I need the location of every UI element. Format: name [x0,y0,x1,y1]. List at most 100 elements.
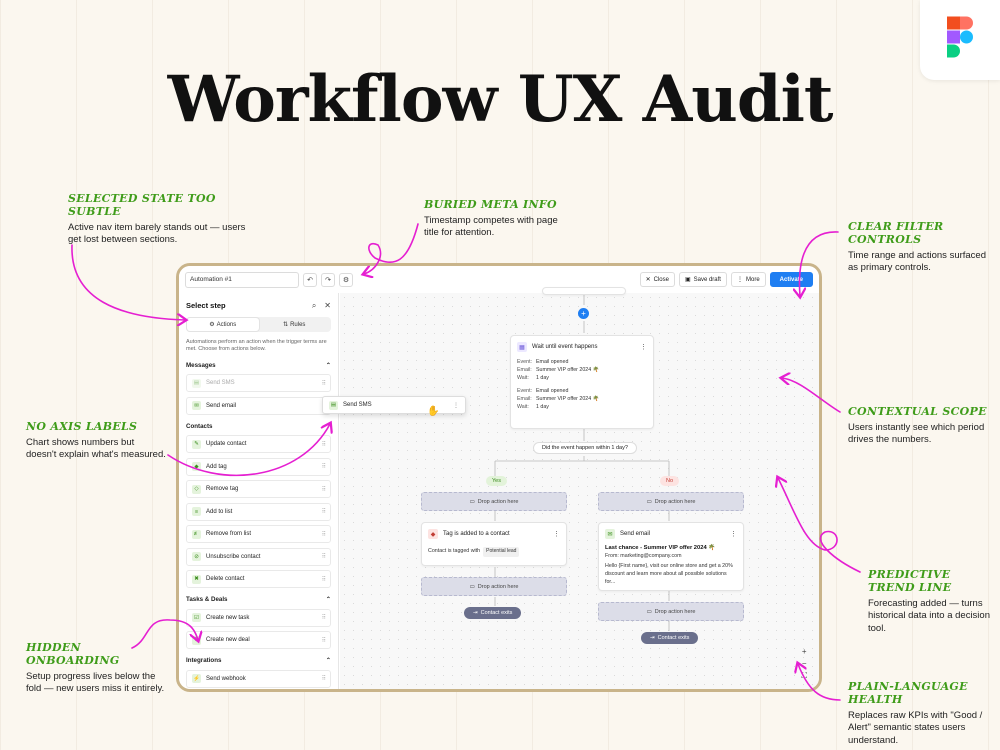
tag-badge: Potential lead [483,547,520,557]
drag-handle-icon[interactable]: ⠿ [321,676,327,683]
annotation-title: Selected state too subtle [68,192,216,218]
close-button[interactable]: ✕Close [639,272,675,287]
list-item[interactable]: $Create new deal⠿ [186,631,331,650]
list-item[interactable]: ✖Delete contact⠿ [186,570,331,589]
chevron-up-icon: ⌃ [325,361,331,369]
annotation-plain-language: Plain-language health Replaces raw KPIs … [848,680,988,747]
email-node[interactable]: ✉ Send email ⋮ Last chance - Summer VIP … [598,522,744,591]
kebab-icon[interactable]: ⋮ [730,531,737,538]
kv-value: 1 day [536,375,549,382]
annotation-title: Clear filter controls [848,220,944,246]
tab-rules[interactable]: ⇅Rules [259,318,331,331]
drag-handle-icon[interactable]: ⠿ [321,380,327,387]
add-step-button[interactable]: + [578,308,589,319]
kv-key: Email: [517,367,532,374]
list-item[interactable]: ✉Send email⠿ [186,396,331,415]
section-label: Integrations [186,657,222,665]
list-item[interactable]: ≡Add to list⠿ [186,502,331,521]
drop-zone[interactable]: ▭Drop action here [598,602,744,621]
dragging-item[interactable]: ▤ Send SMS ⋮ [322,396,466,414]
kv-key: Email: [517,395,532,402]
tag-node[interactable]: ◆ Tag is added to a contact ⋮ Contact is… [421,522,567,566]
save-draft-button[interactable]: ▣Save draft [678,272,727,287]
drop-zone[interactable]: ▭Drop action here [421,577,567,596]
drop-zone[interactable]: ▭Drop action here [598,492,744,511]
sms-icon: ▤ [329,400,338,410]
settings-button[interactable]: ⚙ [339,272,353,287]
exit-label: Contact exits [657,635,690,641]
wait-node[interactable]: ▦ Wait until event happens ⋮ Event:Email… [510,335,654,429]
more-button[interactable]: ⋮More [730,272,766,287]
drag-handle-icon[interactable]: ⠿ [321,554,327,561]
section-tasks[interactable]: Tasks & Deals ⌃ [186,595,331,604]
list-item-label: Remove tag [206,486,239,493]
chevron-up-icon: ⌃ [325,422,331,430]
list-item[interactable]: ☑ Create new task ⠿ [186,608,331,627]
task-icon: ☑ [192,613,201,623]
rules-icon: ⇅ [283,322,289,328]
redo-button[interactable]: ↷ [321,272,335,287]
undo-button[interactable]: ↶ [303,272,317,287]
actions-icon: ⚙ [209,322,215,328]
exit-icon: ⇥ [650,635,655,641]
kebab-icon: ⋮ [453,402,459,409]
drop-zone[interactable]: ▭Drop action here [421,492,567,511]
email-icon: ✉ [605,529,615,539]
search-icon[interactable]: ⌕ [311,300,317,310]
workflow-canvas[interactable]: + ▦ Wait until event happens ⋮ Event:Ema… [340,287,819,689]
kebab-icon[interactable]: ⋮ [640,344,647,351]
list-add-icon: ≡ [192,507,201,517]
automation-name-input[interactable] [185,271,299,288]
exit-icon: ⇥ [473,610,478,616]
list-item[interactable]: ◆Add tag⠿ [186,457,331,476]
list-item-label: Send webhook [206,675,246,682]
kv-value: 1 day [536,404,549,411]
list-item[interactable]: ✎Update contact⠿ [186,435,331,454]
kebab-icon[interactable]: ⋮ [553,531,560,538]
drag-handle-icon[interactable]: ⠿ [321,486,327,493]
annotation-title: Buried meta info [424,198,557,211]
arrow-selected-state [71,244,185,320]
node-title: Wait until event happens [532,344,598,350]
section-integrations[interactable]: Integrations ⌃ [186,656,331,665]
close-icon[interactable]: ✕ [324,300,331,310]
tab-actions-label: Actions [216,321,237,328]
drag-handle-icon[interactable]: ⠿ [321,531,327,538]
drag-handle-icon[interactable]: ⠿ [321,576,327,583]
section-label: Tasks & Deals [186,596,228,604]
kv-value: Email opened [536,359,569,365]
drag-handle-icon[interactable]: ⠿ [321,615,327,622]
zoom-out-icon[interactable]: − [801,659,807,668]
drag-handle-icon[interactable]: ⠿ [321,637,327,644]
drag-handle-icon[interactable]: ⠿ [321,509,327,516]
zoom-controls: + − ⛶ [801,647,807,681]
tab-actions[interactable]: ⚙Actions [187,318,259,331]
email-from: From: marketing@company.com [605,553,682,559]
trigger-node-partial[interactable] [542,287,626,295]
exit-node[interactable]: ⇥Contact exits [641,632,699,644]
list-item[interactable]: ≢Remove from list⠿ [186,525,331,544]
sidebar-header-icons: ⌕ ✕ [312,301,331,311]
tag-icon: ◆ [192,462,201,472]
drag-handle-icon[interactable]: ⠿ [321,441,327,448]
section-messages[interactable]: Messages ⌃ [186,361,331,370]
annotation-no-axis: No axis labels Chart shows numbers but d… [26,420,166,462]
annotation-desc: Chart shows numbers but doesn't explain … [26,437,166,461]
list-item[interactable]: ◇Remove tag⠿ [186,480,331,499]
exit-node[interactable]: ⇥Contact exits [464,607,522,619]
zoom-in-icon[interactable]: + [801,647,807,656]
activate-button[interactable]: Activate [769,272,813,287]
list-item[interactable]: ▤Send SMS⠿ [186,374,331,393]
sidebar: Select step ⌕ ✕ ⚙Actions ⇅Rules Automati… [179,293,339,689]
section-contacts[interactable]: Contacts ⌃ [186,422,331,431]
kv-row: Email:Summer VIP offer 2024 🌴 [511,366,653,374]
connector-lines [494,293,670,631]
drop-icon: ▭ [469,498,475,505]
list-item[interactable]: ⊘Unsubscribe contact⠿ [186,547,331,566]
list-item[interactable]: ⚡Send webhook⠿ [186,669,331,688]
drag-handle-icon[interactable]: ⠿ [321,464,327,471]
tag-text: Contact is tagged with [428,548,481,554]
fit-screen-icon[interactable]: ⛶ [801,671,807,680]
list-item-label: Create new task [206,614,250,621]
condition-question[interactable]: Did the event happen within 1 day? [533,442,637,454]
